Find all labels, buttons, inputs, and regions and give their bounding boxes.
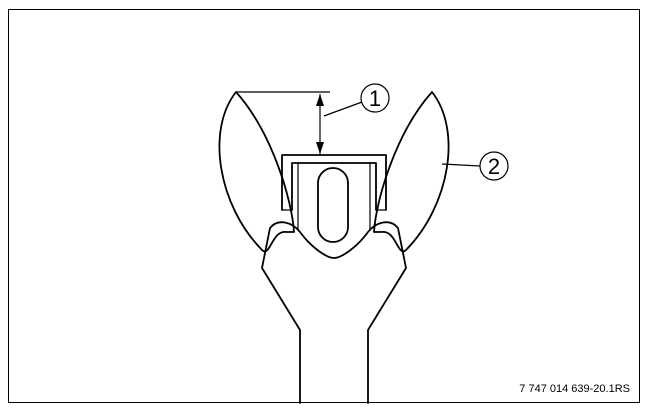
right-shell bbox=[373, 91, 450, 253]
callout-1-label: 1 bbox=[369, 86, 381, 111]
callout-1: 1 bbox=[323, 83, 390, 117]
document-number: 7 747 014 639-20.1RS bbox=[519, 383, 630, 395]
left-shell bbox=[218, 91, 295, 253]
insert-part bbox=[281, 154, 387, 230]
wrench-body bbox=[261, 221, 407, 404]
slot bbox=[317, 167, 349, 243]
dimension-marker bbox=[236, 91, 330, 154]
figure-frame bbox=[8, 9, 640, 403]
callout-2: 2 bbox=[441, 151, 509, 181]
callout-2-label: 2 bbox=[488, 154, 500, 179]
